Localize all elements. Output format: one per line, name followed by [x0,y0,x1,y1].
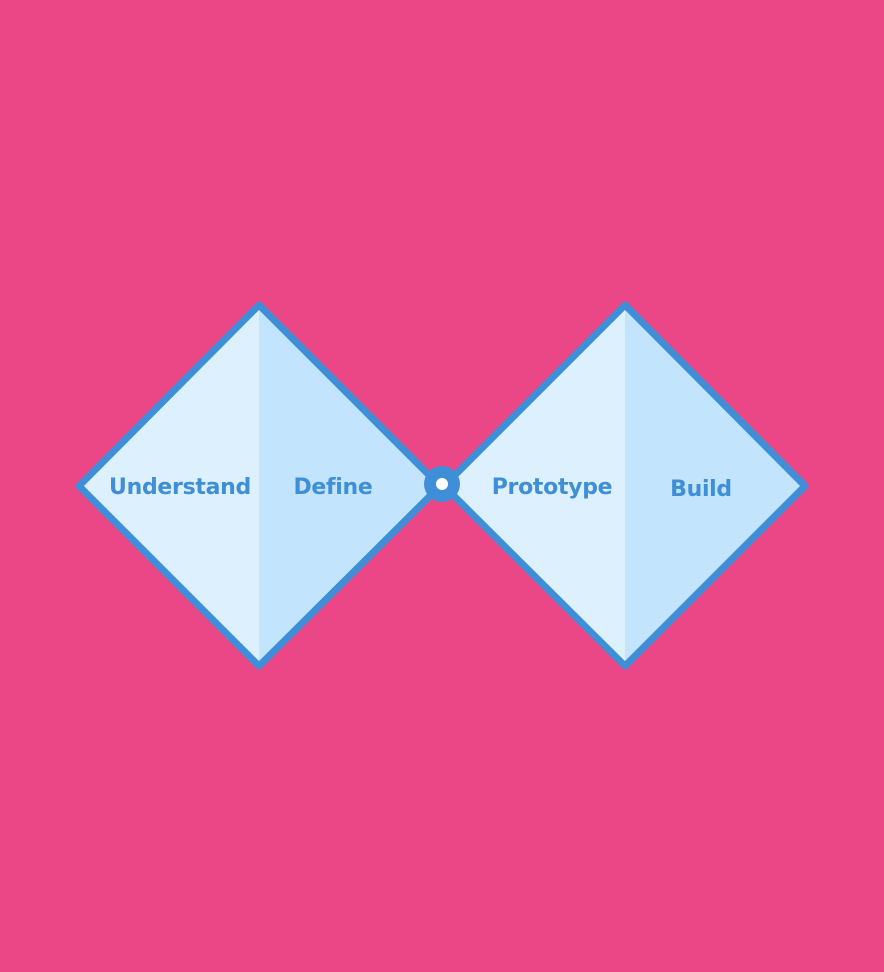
diamond-1-left-label: Understand [109,475,251,500]
diamond-1-right-half [259,305,440,666]
diamond-1-right-label: Define [293,475,372,500]
diamond-1-left-half [79,305,259,666]
diamond-2-right-half [625,305,805,666]
diamond-2-left-half [444,305,625,666]
diamond-2-left-label: Prototype [492,475,613,500]
diamond-2: Prototype Build [440,301,809,670]
circle-dot-icon [424,466,460,502]
diamond-1-outline [75,301,444,670]
diamond-2-outline [440,301,809,670]
connector-inner-dot [436,478,448,490]
diamond-2-right-label: Build [670,477,732,502]
diamond-1: Understand Define [75,301,444,670]
